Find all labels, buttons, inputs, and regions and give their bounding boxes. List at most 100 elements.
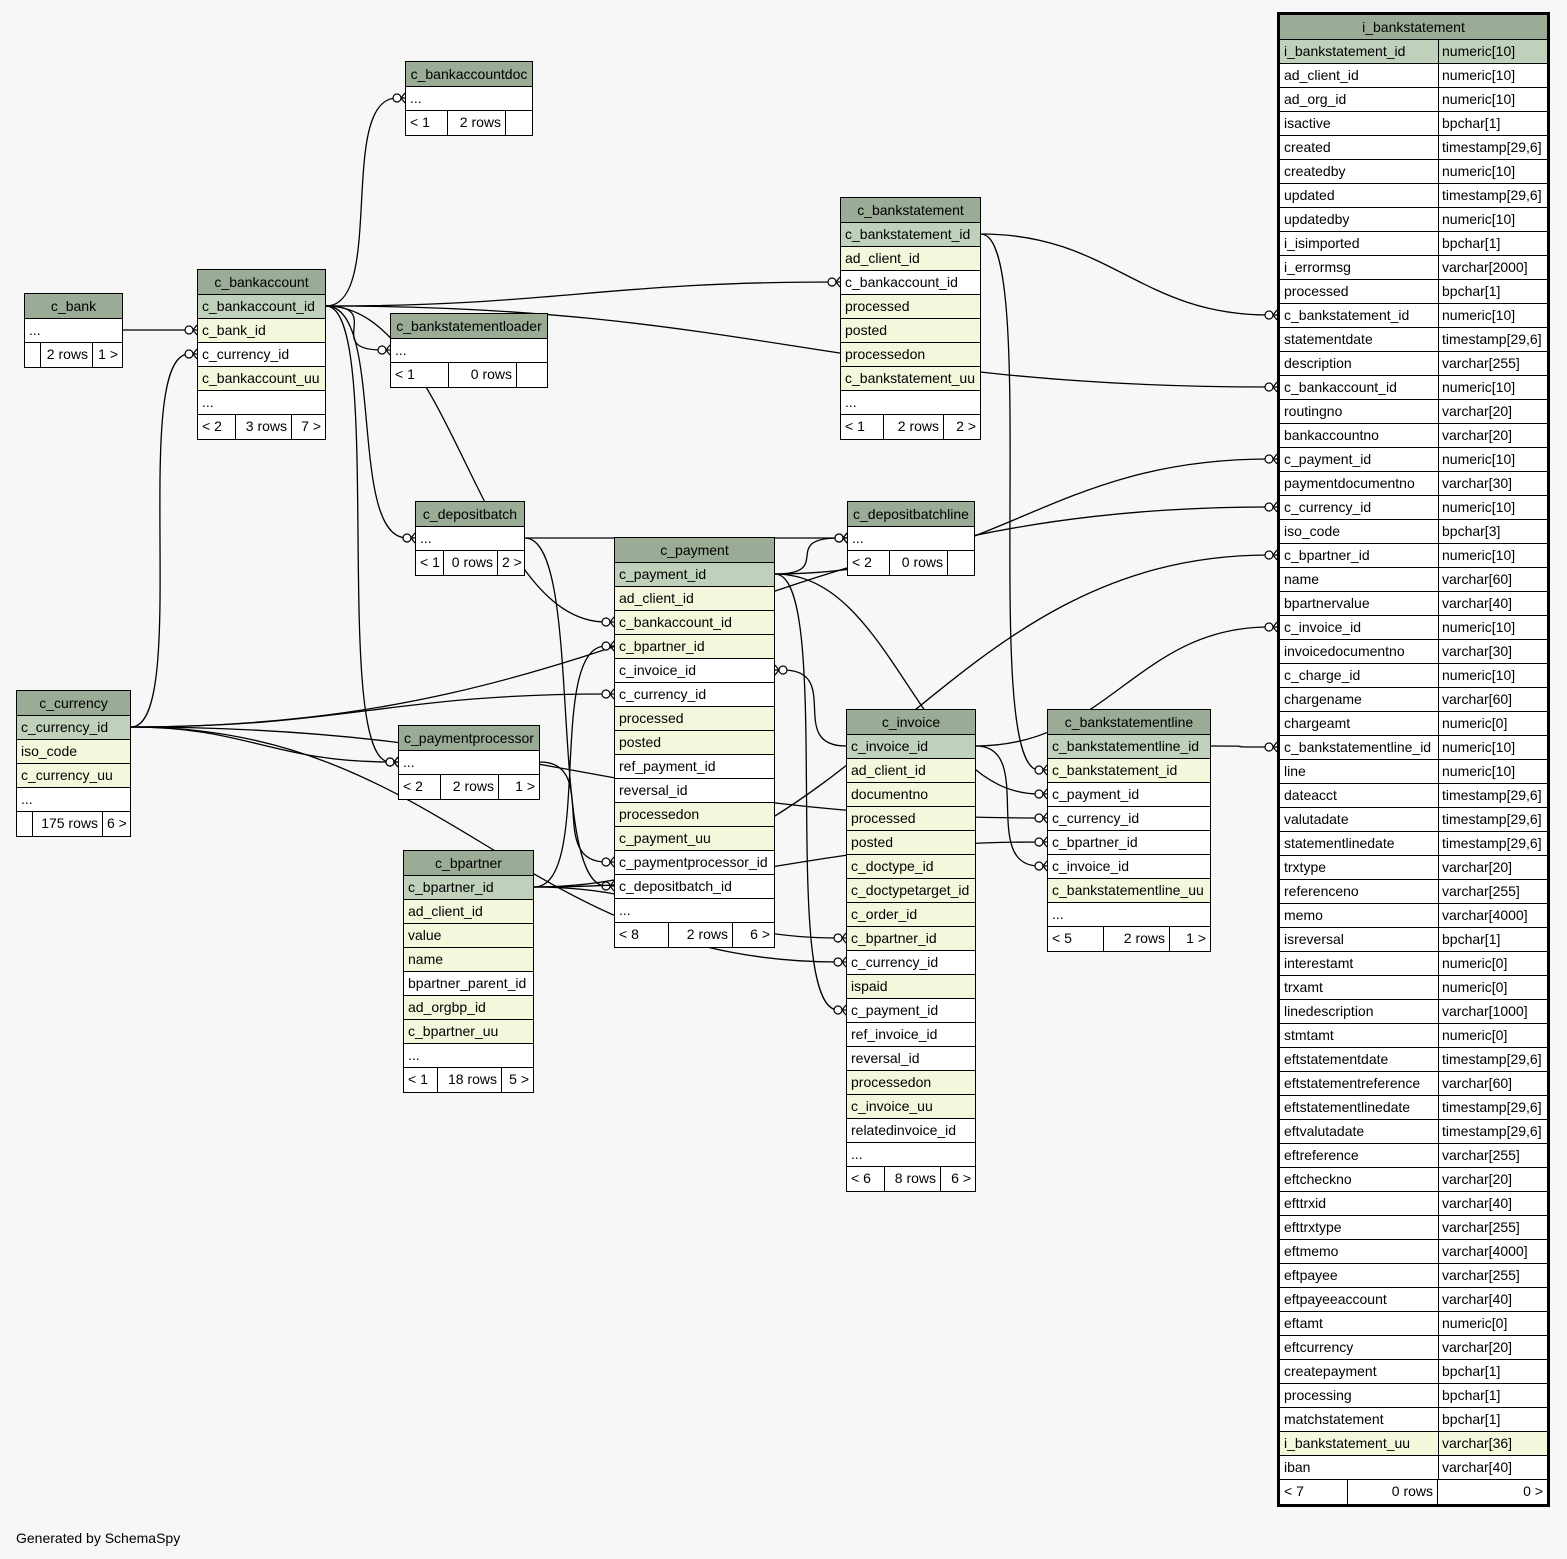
parents-link[interactable]: < 1 — [406, 111, 448, 135]
column-row[interactable]: c_doctype_id — [847, 855, 975, 879]
children-link[interactable]: 6 > — [107, 815, 127, 831]
parents-link[interactable]: < 2 — [848, 551, 890, 575]
column-row[interactable]: processedon — [841, 343, 980, 367]
column-row[interactable]: c_bankstatement_uu — [841, 367, 980, 391]
column-row[interactable]: c_payment_uu — [615, 827, 774, 851]
column-row[interactable]: c_payment_id — [615, 563, 774, 587]
parents-link[interactable]: < 8 — [615, 923, 669, 947]
column-row[interactable]: ... — [17, 788, 130, 812]
column-row[interactable]: posted — [841, 319, 980, 343]
column-row[interactable]: ref_payment_id — [615, 755, 774, 779]
column-row[interactable]: processedon — [615, 803, 774, 827]
column-row[interactable]: c_bankaccount_id — [841, 271, 980, 295]
children-link[interactable]: 1 > — [1186, 930, 1206, 946]
parents-link[interactable]: < 1 — [391, 363, 449, 387]
column-row[interactable]: ad_client_id — [404, 900, 533, 924]
column-row[interactable]: c_bankstatement_id — [841, 223, 980, 247]
column-row[interactable]: c_order_id — [847, 903, 975, 927]
column-row[interactable]: c_bpartner_id — [1048, 831, 1210, 855]
children-link[interactable] — [517, 363, 547, 387]
column-row[interactable]: c_currency_id — [847, 951, 975, 975]
column-row[interactable]: processed — [615, 707, 774, 731]
parents-link[interactable] — [25, 343, 41, 367]
column-row[interactable]: ... — [847, 1143, 975, 1167]
table-title[interactable]: c_paymentprocessor — [399, 726, 539, 751]
column-row[interactable]: ... — [404, 1044, 533, 1068]
column-row[interactable]: ... — [399, 751, 539, 775]
column-row[interactable]: ... — [416, 527, 524, 551]
table-title[interactable]: c_bankstatement — [841, 198, 980, 223]
parents-link[interactable]: < 7 — [1280, 1480, 1348, 1504]
parents-link[interactable]: < 1 — [841, 415, 884, 439]
column-row[interactable]: documentno — [847, 783, 975, 807]
column-row[interactable]: ispaid — [847, 975, 975, 999]
column-row[interactable]: ... — [841, 391, 980, 415]
children-link[interactable]: 1 > — [98, 346, 118, 362]
column-row[interactable]: ... — [615, 899, 774, 923]
children-link[interactable] — [948, 551, 974, 575]
column-row[interactable]: ... — [25, 319, 122, 343]
column-row[interactable]: c_bankstatementline_id — [1048, 735, 1210, 759]
column-row[interactable]: c_payment_id — [1048, 783, 1210, 807]
column-row[interactable]: c_invoice_id — [847, 735, 975, 759]
children-link[interactable] — [506, 111, 532, 135]
column-row[interactable]: c_paymentprocessor_id — [615, 851, 774, 875]
column-row[interactable]: ... — [1048, 903, 1210, 927]
children-link[interactable]: 0 > — [1523, 1483, 1543, 1499]
parents-link[interactable]: < 6 — [847, 1167, 885, 1191]
column-row[interactable]: ref_invoice_id — [847, 1023, 975, 1047]
children-link[interactable]: 2 > — [502, 554, 522, 570]
column-row[interactable]: iso_code — [17, 740, 130, 764]
column-row[interactable]: c_depositbatch_id — [615, 875, 774, 899]
table-title[interactable]: i_bankstatement — [1280, 15, 1547, 40]
column-row[interactable]: processed — [841, 295, 980, 319]
table-title[interactable]: c_bankaccount — [198, 270, 325, 295]
parents-link[interactable]: < 1 — [416, 551, 444, 575]
column-row[interactable]: c_currency_id — [17, 716, 130, 740]
table-title[interactable]: c_bpartner — [404, 851, 533, 876]
children-link[interactable]: 7 > — [301, 418, 321, 434]
table-title[interactable]: c_bankstatementline — [1048, 710, 1210, 735]
column-row[interactable]: c_payment_id — [847, 999, 975, 1023]
